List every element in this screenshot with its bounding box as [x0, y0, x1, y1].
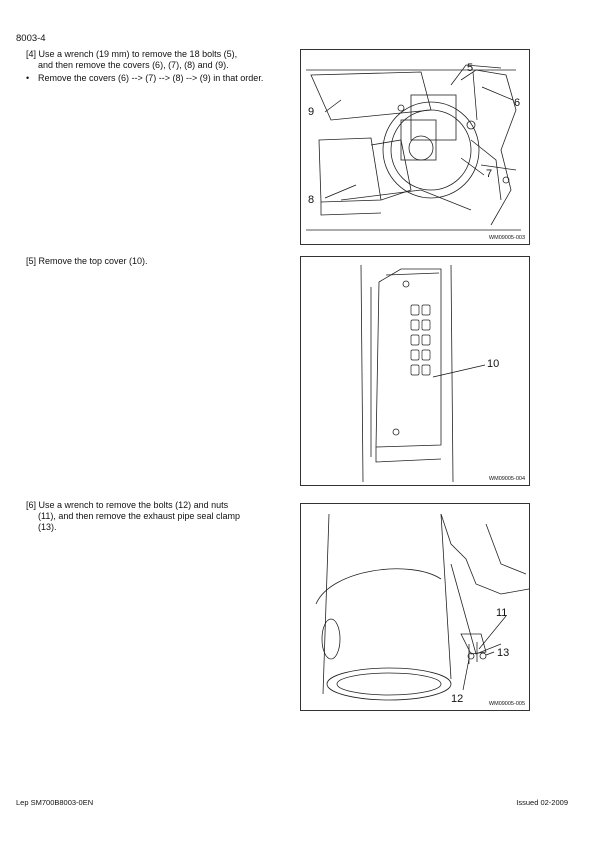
figure-3: 11 13 12 WM09005-005 [300, 503, 530, 711]
footer-document-id: Lep SM700B8003-0EN [16, 798, 94, 807]
figure-1-illustration: 5 6 7 8 9 [306, 62, 521, 231]
step-4-bullet: • Remove the covers (6) --> (7) --> (8) … [26, 73, 266, 84]
figure-2-code: WM09005-004 [488, 476, 525, 482]
callout-11: 11 [496, 607, 507, 619]
step-4-text: [4] Use a wrench (19 mm) to remove the 1… [26, 49, 276, 71]
callout-8: 8 [308, 194, 314, 206]
step-5-line-1: [5] Remove the top cover (10). [26, 256, 148, 266]
step-4-line-2: and then remove the covers (6), (7), (8)… [38, 60, 229, 70]
step-4-bullet-text: Remove the covers (6) --> (7) --> (8) --… [38, 73, 264, 83]
step-6-line-2: (11), and then remove the exhaust pipe s… [38, 511, 240, 521]
figure-1-code: WM09005-003 [488, 235, 525, 241]
figure-3-illustration: 11 13 12 [315, 513, 529, 705]
step-6-line-3: (13). [38, 522, 57, 532]
callout-10: 10 [487, 358, 499, 370]
callout-6: 6 [514, 97, 520, 109]
footer-issue-date: Issued 02-2009 [516, 798, 568, 807]
callout-7: 7 [486, 168, 492, 180]
bullet-symbol: • [26, 73, 30, 83]
figure-3-code: WM09005-005 [488, 701, 525, 707]
callout-12: 12 [451, 693, 463, 705]
figure-2: 10 WM09005-004 [300, 256, 530, 486]
step-6-text: [6] Use a wrench to remove the bolts (12… [26, 500, 276, 533]
callout-5: 5 [467, 62, 473, 74]
callout-13: 13 [497, 647, 509, 659]
figure-1: 5 6 7 8 9 WM09005-003 [300, 49, 530, 245]
figure-2-illustration: 10 [360, 264, 499, 483]
step-4-line-1: [4] Use a wrench (19 mm) to remove the 1… [26, 49, 238, 59]
callout-9: 9 [308, 106, 314, 118]
page-code: 8003-4 [16, 33, 46, 44]
step-6-line-1: [6] Use a wrench to remove the bolts (12… [26, 500, 229, 510]
step-5-text: [5] Remove the top cover (10). [26, 256, 276, 267]
